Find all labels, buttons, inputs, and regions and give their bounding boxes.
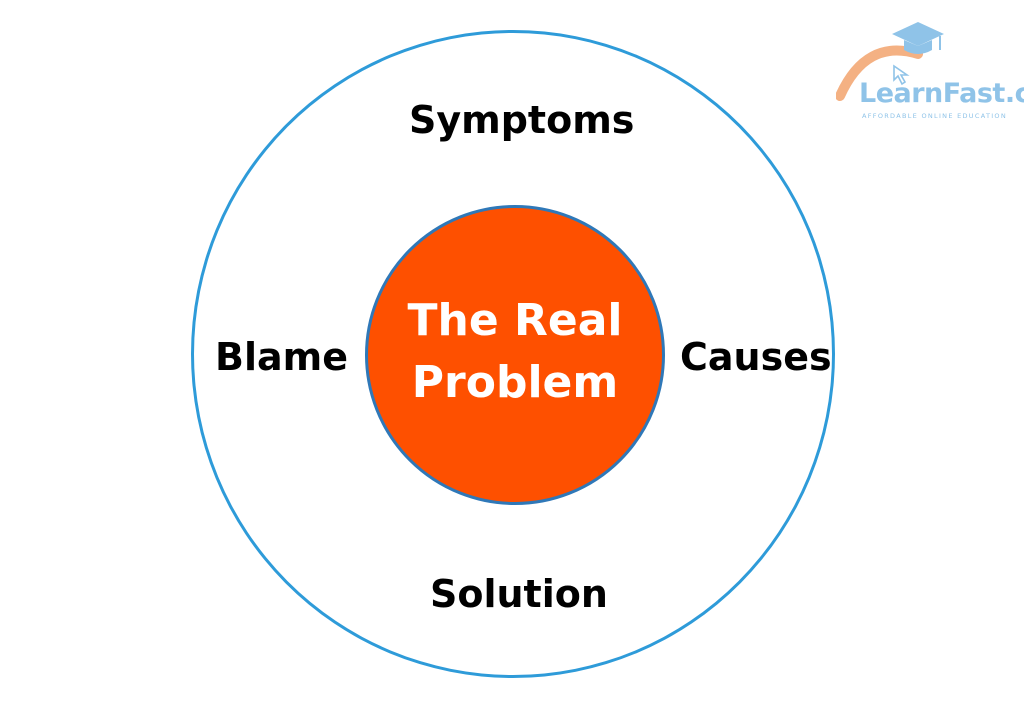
label-solution: Solution	[430, 572, 608, 616]
graduation-cap-icon	[836, 22, 944, 101]
logo-name: LearnFast.ca	[859, 78, 1024, 109]
label-blame: Blame	[215, 335, 348, 379]
label-causes: Causes	[680, 335, 832, 379]
logo-tagline: AFFORDABLE ONLINE EDUCATION	[862, 112, 1008, 120]
learnfast-logo: LearnFast.ca AFFORDABLE ONLINE EDUCATION	[836, 18, 1024, 128]
label-symptoms: Symptoms	[409, 98, 635, 142]
